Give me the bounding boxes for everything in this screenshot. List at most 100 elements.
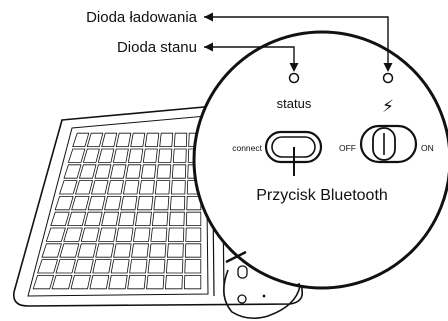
keyboard-key — [115, 227, 134, 242]
keyboard-key — [140, 164, 157, 179]
magnifier — [192, 30, 448, 290]
keyboard-key — [157, 148, 173, 163]
keyboard-key — [172, 148, 187, 163]
keyboard-key — [154, 180, 171, 195]
keyboard-key — [166, 243, 184, 258]
keyboard-key — [183, 274, 202, 290]
keyboard-key — [167, 227, 185, 242]
case-lower-circle — [223, 269, 301, 320]
keyboard-keys — [32, 132, 202, 290]
keyboard-key — [185, 227, 202, 242]
status-led-arrowhead — [204, 42, 213, 52]
keyboard-key — [127, 148, 144, 163]
keyboard-key — [122, 180, 140, 195]
keyboard-key — [135, 211, 152, 227]
case-led-dot-2 — [262, 294, 266, 298]
magnifier-connector — [225, 250, 247, 264]
keyboard-key — [90, 180, 109, 195]
keyboard-key — [153, 195, 170, 211]
keyboard-key — [84, 211, 103, 227]
keyboard-key — [32, 274, 55, 290]
charging-led-label: Dioda ładowania — [86, 9, 198, 26]
case-connect-button-small — [237, 265, 248, 279]
keyboard-key — [125, 164, 142, 179]
status-led-callout-line — [204, 46, 295, 68]
keyboard-key — [63, 227, 83, 242]
on-label: ON — [421, 143, 434, 153]
status-led-arrowhead-down — [289, 63, 299, 72]
status-led-label: Dioda stanu — [117, 39, 197, 56]
keyboard-key — [171, 164, 187, 179]
keyboard-key — [165, 259, 184, 274]
keyboard-key — [112, 148, 129, 163]
keyboard-key — [37, 259, 59, 274]
keyboard-key — [144, 132, 160, 148]
keyboard-key — [184, 259, 202, 274]
keyboard-key — [147, 259, 166, 274]
keyboard-key — [41, 243, 62, 258]
keyboard-key — [120, 195, 138, 211]
keyboard-key — [168, 211, 185, 227]
keyboard-key — [87, 195, 106, 211]
keyboard-key — [50, 211, 70, 227]
status-led — [288, 72, 300, 84]
keyboard-key — [59, 243, 80, 258]
keyboard-key — [115, 132, 132, 148]
keyboard-key — [151, 211, 169, 227]
keyboard-key — [77, 243, 97, 258]
keyboard-key — [92, 259, 112, 274]
keyboard-key — [169, 195, 186, 211]
keyboard-key — [45, 227, 66, 242]
keyboard-key — [113, 243, 132, 258]
keyboard-key — [73, 259, 94, 274]
keyboard-key — [131, 243, 149, 258]
power-switch-knob[interactable] — [372, 127, 396, 161]
charging-led-arrowhead — [204, 12, 213, 22]
keyboard-key — [63, 164, 82, 179]
charging-led-callout-line — [204, 16, 389, 68]
bluetooth-button-label: Przycisk Bluetooth — [256, 187, 388, 204]
keyboard-key — [59, 180, 78, 195]
keyboard-key — [89, 274, 110, 290]
keyboard-key — [72, 132, 90, 148]
keyboard-key — [130, 132, 146, 148]
keyboard-key — [75, 180, 94, 195]
keyboard-key — [55, 259, 76, 274]
keyboard-key — [173, 132, 188, 148]
lightning-icon: ⚡ — [382, 97, 394, 116]
keyboard-key — [150, 227, 168, 242]
keyboard-key — [133, 227, 151, 242]
keyboard-key — [146, 274, 165, 290]
off-label: OFF — [339, 143, 356, 153]
keyboard-key — [170, 180, 186, 195]
keyboard-key — [51, 274, 73, 290]
keyboard-key — [129, 259, 148, 274]
keyboard-key — [127, 274, 147, 290]
keyboard-key — [142, 148, 158, 163]
power-switch-track[interactable] — [359, 124, 418, 164]
keyboard-key — [95, 243, 115, 258]
case-switch-small — [237, 294, 247, 304]
charging-led — [382, 72, 394, 84]
charging-led-arrowhead-down — [383, 63, 393, 72]
keyboard-key — [108, 274, 128, 290]
keyboard-key — [54, 195, 74, 211]
keyboard-key — [110, 259, 130, 274]
keyboard-key — [97, 148, 115, 163]
keyboard-key — [118, 211, 136, 227]
magnifier-connector-2 — [295, 282, 301, 288]
keyboard-key — [78, 164, 97, 179]
keyboard-key — [82, 148, 100, 163]
keyboard-key — [94, 164, 112, 179]
keyboard-key — [109, 164, 127, 179]
keyboard-key — [159, 132, 174, 148]
keyboard-key — [101, 132, 118, 148]
keyboard-key — [98, 227, 117, 242]
keyboard-key — [67, 211, 87, 227]
keyboard-key — [149, 243, 167, 258]
keyboard-key — [138, 180, 155, 195]
keyboard-key — [136, 195, 154, 211]
keyboard-key — [80, 227, 100, 242]
